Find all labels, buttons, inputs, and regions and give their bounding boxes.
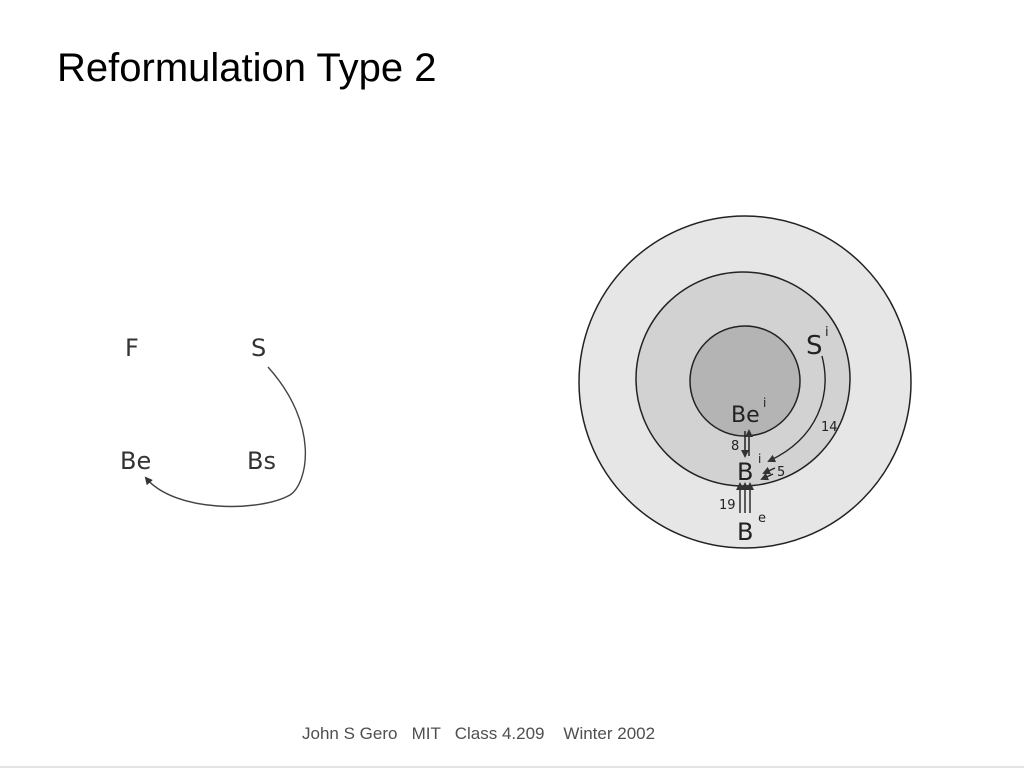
label-b-interpreted: B [737,458,753,486]
left-fbs-diagram: F S Be Bs [120,334,307,508]
label-s-interpreted-sup: i [825,325,829,340]
label-b-external: B [737,518,753,546]
label-be-interpreted-sup: i [763,396,766,410]
process-number-14: 14 [821,420,838,435]
label-s-interpreted: S [806,331,823,361]
label-b-interpreted-sup: i [758,452,761,466]
slide-title: Reformulation Type 2 [57,46,437,90]
bottom-divider [0,766,1024,768]
label-be-interpreted: Be [731,403,760,428]
right-worlds-diagram: S i Be i B i B e 14 8 5 19 [578,215,912,549]
arrow-5-b [760,472,774,481]
slide-footer: John S Gero MIT Class 4.209 Winter 2002 [302,724,656,743]
arrow-s-to-b-14 [767,355,826,463]
label-be: Be [120,447,151,475]
process-number-19: 19 [719,498,736,513]
process-number-5: 5 [777,465,785,480]
process-number-8: 8 [731,439,739,454]
label-s: S [251,334,266,362]
label-b-external-sup: e [758,511,766,526]
label-bs: Bs [247,447,276,475]
arrow-5-a [762,466,776,475]
s-to-be-arrow [144,366,307,508]
label-f: F [125,334,139,362]
